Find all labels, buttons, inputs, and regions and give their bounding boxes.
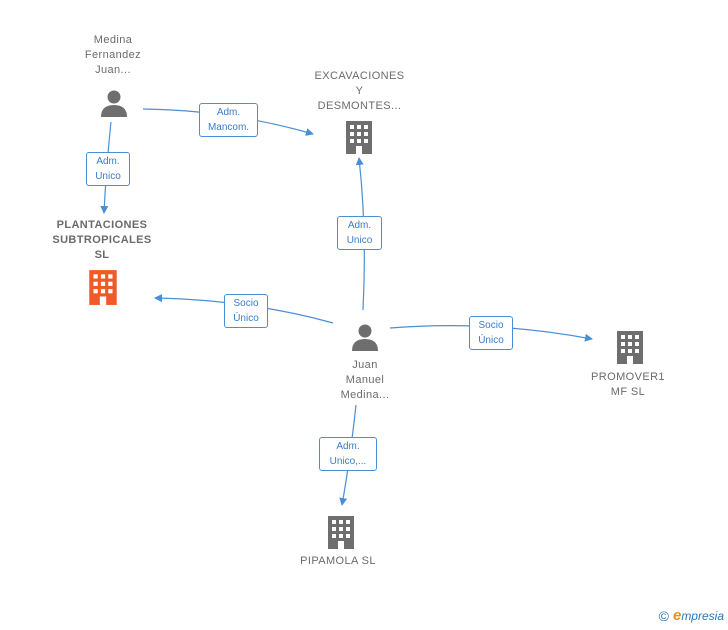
person-icon[interactable] [99,88,129,118]
building-icon[interactable] [326,514,356,550]
node-label-excavaciones: EXCAVACIONES Y DESMONTES... [314,70,405,112]
brand-logo: empresia [672,607,724,624]
edge-label-adm-unico: Adm. Unico [86,152,130,186]
copyright-icon: © [658,607,669,624]
edge-label-adm-mancom: Adm. Mancom. [199,103,258,137]
node-label-plantaciones: PLANTACIONES SUBTROPICALES SL [52,219,152,261]
edge-label-socio-unico: Socio Único [469,316,513,350]
node-label-promover: PROMOVER1 MF SL [591,371,665,398]
person-icon[interactable] [350,322,380,352]
edge-label-socio-unico: Socio Único [224,294,268,328]
building-icon[interactable] [344,119,374,155]
empresia-brand: © empresia [659,607,724,624]
node-label-medina-fernandez: Medina Fernandez Juan... [84,34,142,76]
node-label-pipamola: PIPAMOLA SL [300,555,376,567]
building-icon[interactable] [615,329,645,365]
node-label-juan-manuel: Juan Manuel Medina... [340,359,390,401]
edge-label-adm-unico-etc: Adm. Unico,... [319,437,377,471]
building-icon[interactable] [86,268,120,306]
edge-label-adm-unico: Adm. Unico [337,216,382,250]
